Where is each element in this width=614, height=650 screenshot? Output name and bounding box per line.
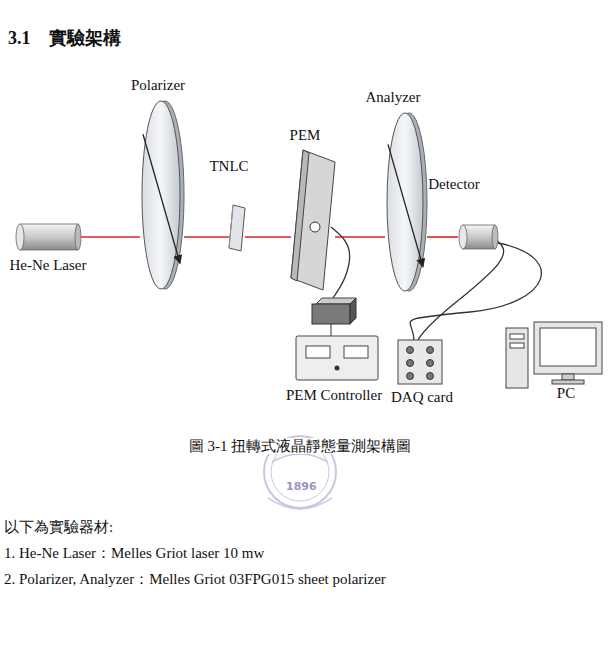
shape-part xyxy=(344,346,368,358)
shape-part xyxy=(312,304,350,324)
controller-unit: PEM Controller xyxy=(296,298,378,382)
component-label: DAQ card xyxy=(391,389,453,405)
shape-part xyxy=(350,298,356,324)
label-holder: Detector xyxy=(428,175,480,193)
section-heading: 3.1 實驗架構 xyxy=(8,28,121,48)
shape-part xyxy=(459,225,467,249)
shape-part xyxy=(427,373,434,380)
component-drawing xyxy=(385,112,427,292)
component-drawing xyxy=(229,205,245,251)
shape-part xyxy=(540,328,596,366)
shape-part xyxy=(506,328,528,388)
label-holder: PEM xyxy=(290,126,321,144)
shape-part xyxy=(229,205,245,251)
photo-detector: Detector xyxy=(458,225,498,249)
shape-part xyxy=(142,101,180,289)
component-drawing xyxy=(291,150,335,290)
component-drawing xyxy=(506,322,602,388)
label-holder: Analyzer xyxy=(366,88,421,106)
laser-beam xyxy=(81,236,140,238)
shape-part xyxy=(335,366,340,371)
shape-part xyxy=(20,224,78,250)
equipment-item: 1. He-Ne Laser：Melles Griot laser 10 mw xyxy=(4,545,264,561)
analyzer-disk: Analyzer xyxy=(385,112,427,292)
component-label: Analyzer xyxy=(366,89,421,105)
text-holder: 1896 xyxy=(286,476,317,494)
computer: PC xyxy=(506,322,602,388)
shape-part xyxy=(534,322,602,374)
figure-caption: 圖 3-1 扭轉式液晶靜態量測架構圖 xyxy=(186,438,415,454)
shape-part xyxy=(296,336,378,380)
component-drawing xyxy=(458,225,498,249)
signal-cable xyxy=(331,227,350,298)
photoelastic-modulator: PEM xyxy=(291,150,335,290)
laser-source: He-Ne Laser xyxy=(15,224,81,250)
shape-part xyxy=(75,224,81,250)
shape-part xyxy=(316,298,356,304)
component-drawing xyxy=(296,298,378,382)
text-holder: 圖 3-1 扭轉式液晶靜態量測架構圖 xyxy=(186,437,415,455)
shape-part xyxy=(427,360,434,367)
daq-card: DAQ card xyxy=(398,340,442,384)
shape-part xyxy=(492,225,498,249)
text-holder: 3.1 實驗架構 xyxy=(8,28,121,49)
label-holder: PEM Controller xyxy=(286,386,382,404)
label-holder: Polarizer xyxy=(131,76,185,94)
shape-part xyxy=(510,343,524,348)
shape-part xyxy=(510,334,524,339)
shape-part xyxy=(427,347,434,354)
component-drawing xyxy=(398,340,442,384)
shape-part xyxy=(310,222,320,232)
shape-part xyxy=(407,373,414,380)
component-drawing xyxy=(15,224,81,250)
component-label: TNLC xyxy=(209,158,248,174)
signal-cable xyxy=(418,238,504,340)
shape-part xyxy=(387,113,423,291)
laser-beam xyxy=(184,236,229,238)
list-intro: 以下為實驗器材: xyxy=(4,519,113,535)
label-holder: He-Ne Laser xyxy=(9,256,86,274)
liquid-crystal-cell: TNLC xyxy=(229,205,245,251)
shape-part xyxy=(388,144,423,266)
component-drawing xyxy=(140,100,184,290)
shape-part xyxy=(562,374,574,380)
component-label: Detector xyxy=(428,176,480,192)
laser-beam xyxy=(427,236,458,238)
label-holder: PC xyxy=(557,384,575,402)
text-holder: 1. He-Ne Laser：Melles Griot laser 10 mw xyxy=(4,544,264,562)
shape-part xyxy=(398,340,442,384)
shape-part xyxy=(407,360,414,367)
shape-part xyxy=(552,380,584,384)
shape-part xyxy=(291,150,309,281)
shape-part xyxy=(16,224,24,250)
text-holder: 以下為實驗器材: xyxy=(4,518,113,536)
component-label: PC xyxy=(557,385,575,401)
shape-part xyxy=(407,347,414,354)
component-label: He-Ne Laser xyxy=(9,257,86,273)
laser-beam xyxy=(245,236,291,238)
shape-part xyxy=(331,324,332,336)
label-holder: DAQ card xyxy=(391,388,453,406)
component-label: PEM Controller xyxy=(286,387,382,403)
shape-part xyxy=(143,134,180,263)
watermark-text: 1896 xyxy=(286,480,317,493)
shape-part xyxy=(291,150,335,290)
shape-part xyxy=(463,225,495,249)
text-holder: 2. Polarizer, Analyzer：Melles Griot 03FP… xyxy=(4,570,386,588)
component-label: Polarizer xyxy=(131,77,185,93)
component-label: PEM xyxy=(290,127,321,143)
polarizer-disk: Polarizer xyxy=(140,100,184,290)
equipment-item: 2. Polarizer, Analyzer：Melles Griot 03FP… xyxy=(4,571,386,587)
shape-part xyxy=(306,346,330,358)
label-holder: TNLC xyxy=(209,157,248,175)
shape-part xyxy=(229,205,233,248)
